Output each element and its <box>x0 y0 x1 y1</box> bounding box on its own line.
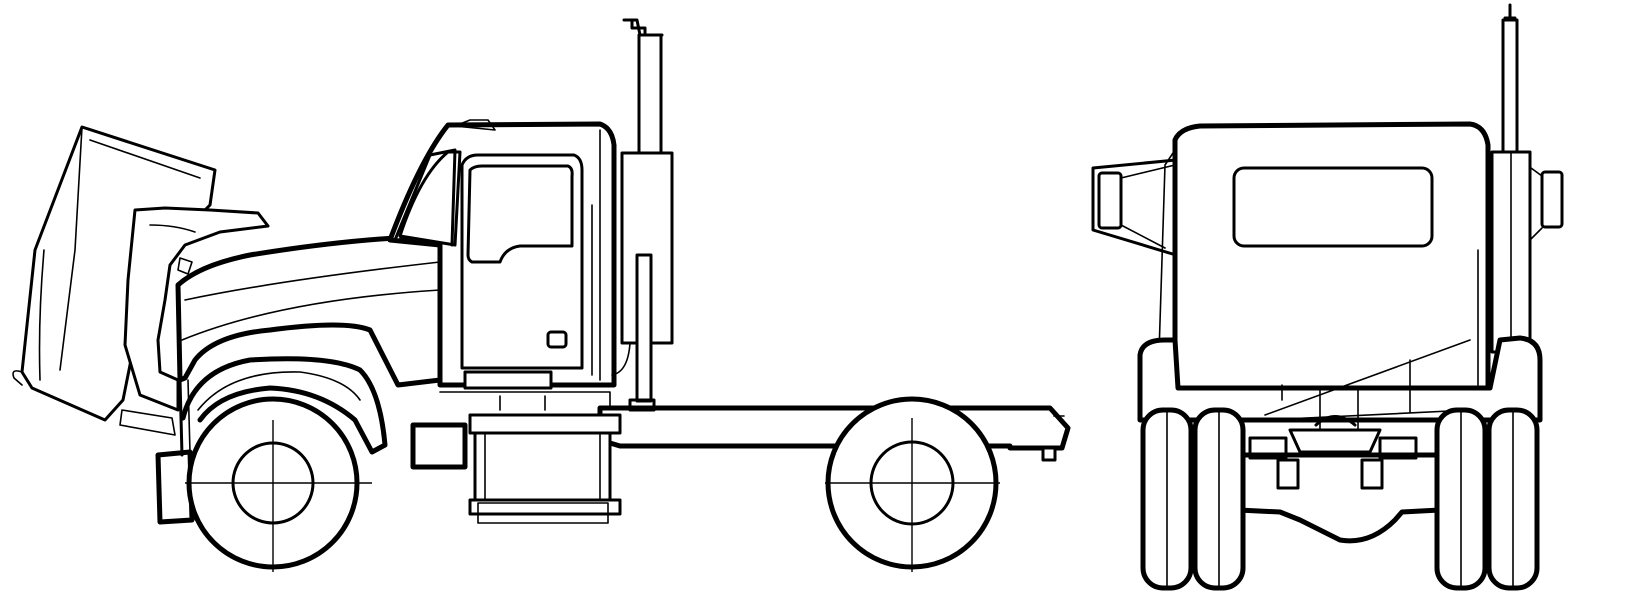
front-bumper <box>155 449 195 525</box>
rear-axle-housing <box>1235 339 1471 544</box>
truck-rear-view <box>1091 3 1564 591</box>
mirrors <box>1091 158 1564 257</box>
front-fender <box>180 356 388 455</box>
rear-cab <box>1157 121 1491 391</box>
inner-fender-panel <box>123 206 270 412</box>
front-wheel <box>185 396 372 572</box>
rear-exhaust-stack <box>1474 3 1532 411</box>
fuel-tank <box>410 391 656 524</box>
rear-fenders <box>1137 335 1543 423</box>
exhaust-stack <box>611 18 674 403</box>
rear-dual-wheels-left <box>1140 407 1246 591</box>
rear-wheel <box>825 396 1000 572</box>
truck-side-view <box>12 18 1071 572</box>
engine-hood-body <box>175 235 443 388</box>
rear-dual-wheels-right <box>1434 407 1540 591</box>
open-hood <box>12 125 217 436</box>
cab <box>387 119 617 390</box>
